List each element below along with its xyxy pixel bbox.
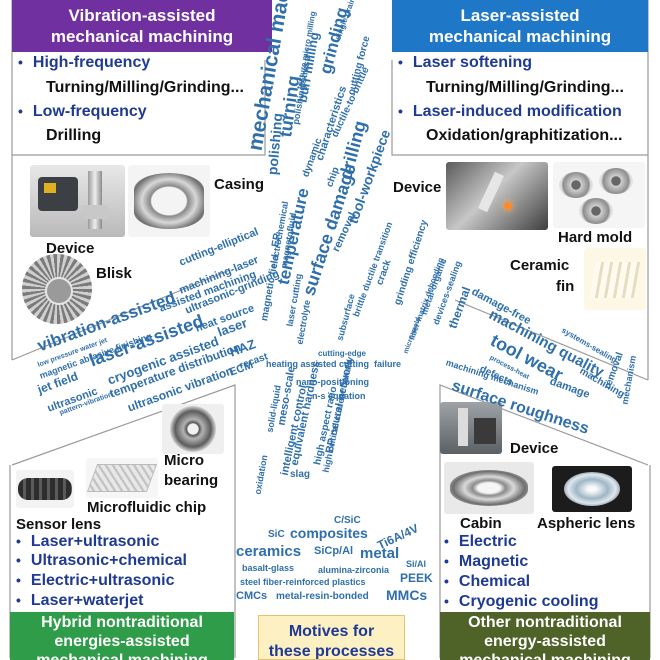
material-ceramics: ceramics [236,543,302,560]
material-mmcs: MMCs [386,587,428,603]
bullet-dot: • [18,103,23,119]
microfluidic-chip-image [86,458,158,498]
hard-mold-image [553,162,645,228]
footer-line-1: Hybrid nontraditional [41,614,203,631]
bearing-label: bearing [164,472,219,489]
footer-line-2: energy-assisted [484,633,606,650]
fin-label: fin [556,278,575,295]
cloud-word: slag [290,469,311,480]
bullet-laser-waterjet: •Laser+waterjet [16,592,144,609]
cloud-word: cutting-edge [318,349,366,358]
header-line-2: mechanical machining [428,27,612,46]
material-sic: SiC [268,529,285,540]
cloud-word: heating assisted cutting [266,359,370,369]
bullet-laser-induced-modification: •Laser-induced modification [398,103,622,120]
bullet-dot: • [16,552,21,568]
aspheric-lens-label: Aspheric lens [537,515,636,532]
bullet-laser-softening: •Laser softening [398,54,533,71]
bullet-dot: • [444,573,449,589]
bullet-dot: • [444,593,449,609]
footer-line-2: energies-assisted [54,633,190,650]
bullet-ultrasonic-chemical: •Ultrasonic+chemical [16,552,187,569]
blisk-label: Blisk [96,265,132,282]
motives-line-1: Motives for [288,623,375,640]
device-label-left: Device [46,240,95,257]
sub-drilling: Drilling [46,127,102,144]
bullet-dot: • [444,553,449,569]
material-metal-resin-bonded: metal-resin-bonded [276,591,369,602]
hybrid-footer: Hybrid nontraditional energies-assisted … [10,612,234,660]
cabin-label: Cabin [460,515,502,532]
vibration-assisted-header: Vibration-assisted mechanical machining [12,0,272,52]
material-sicp-al: SiCp/Al [314,545,354,557]
blisk-image [22,254,92,324]
sub-turning-milling-grinding-right: Turning/Milling/Grinding... [426,79,624,96]
bullet-electric-ultrasonic: •Electric+ultrasonic [16,572,175,589]
hard-mold-label: Hard mold [558,229,633,246]
sensor-lens-label: Sensor lens [16,516,102,533]
microfluidic-chip-label: Microfluidic chip [87,499,207,516]
cloud-word: failure [374,359,402,369]
material-si-al: Si/Al [406,559,427,569]
footer-line-3: mechanical machining [440,651,650,660]
device-label-right: Device [393,179,442,196]
sensor-lens-image [16,470,74,508]
bullet-dot: • [444,533,449,549]
footer-line-3: mechanical machining [10,651,234,660]
material-cmcs: CMCs [236,590,268,602]
bottom-device-label: Device [510,440,559,457]
bullet-laser-ultrasonic: •Laser+ultrasonic [16,533,160,550]
bullet-chemical: •Chemical [444,573,531,590]
bullet-magnetic: •Magnetic [444,553,529,570]
bullet-dot: • [398,103,403,119]
material-metal: metal [360,545,400,562]
laser-assisted-header: Laser-assisted mechanical machining [392,0,648,52]
vibration-device-image [30,165,125,237]
material-composites: composites [290,525,368,541]
ceramic-fin-image [584,248,646,310]
cloud-word: n-s equation [312,391,366,401]
header-line-2: mechanical machining [50,27,234,46]
laser-device-image [446,162,548,230]
bottom-device-image [440,402,502,454]
bullet-high-frequency: •High-frequency [18,54,151,71]
micro-label: Micro [164,452,205,469]
casing-image [128,165,210,237]
bullet-dot: • [398,54,403,70]
motives-box: Motives for these processes [258,615,405,660]
bullet-dot: • [16,572,21,588]
aspheric-lens-image [552,466,632,512]
bullet-low-frequency: •Low-frequency [18,103,147,120]
bullet-dot: • [16,592,21,608]
header-line-1: Laser-assisted [460,6,580,25]
sub-oxidation-graphitization: Oxidation/graphitization... [426,127,623,144]
bullet-cryogenic-cooling: •Cryogenic cooling [444,593,599,610]
material-basalt-glass: basalt-glass [242,563,295,573]
cabin-image [444,462,534,514]
other-nontraditional-footer: Other nontraditional energy-assisted mec… [440,612,650,660]
casing-label: Casing [214,176,265,193]
footer-line-1: Other nontraditional [468,614,622,631]
bullet-dot: • [18,54,23,70]
material-steel-fiber: steel fiber-reinforced plastics [240,577,366,587]
cloud-word: nano-positioning [296,377,369,387]
motives-line-2: these processes [268,643,395,660]
bullet-electric: •Electric [444,533,517,550]
micro-bearing-image [162,404,224,454]
ceramic-label: Ceramic [510,257,570,274]
header-line-1: Vibration-assisted [68,6,216,25]
material-peek: PEEK [400,571,433,585]
bullet-dot: • [16,533,21,549]
material-c-sic: C/SiC [334,515,361,526]
sub-turning-milling-grinding: Turning/Milling/Grinding... [46,79,244,96]
material-alumina-zirconia: alumina-zirconia [318,565,390,575]
